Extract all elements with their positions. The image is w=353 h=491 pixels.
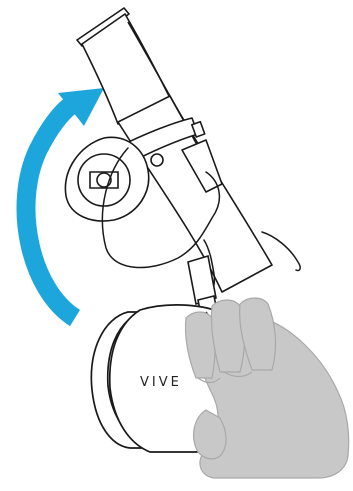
hub-pivot	[151, 154, 163, 166]
earcup-brand-label: VIVE	[140, 375, 182, 390]
hand-icon	[185, 298, 348, 478]
rotation-arrow-shaft	[26, 106, 75, 318]
